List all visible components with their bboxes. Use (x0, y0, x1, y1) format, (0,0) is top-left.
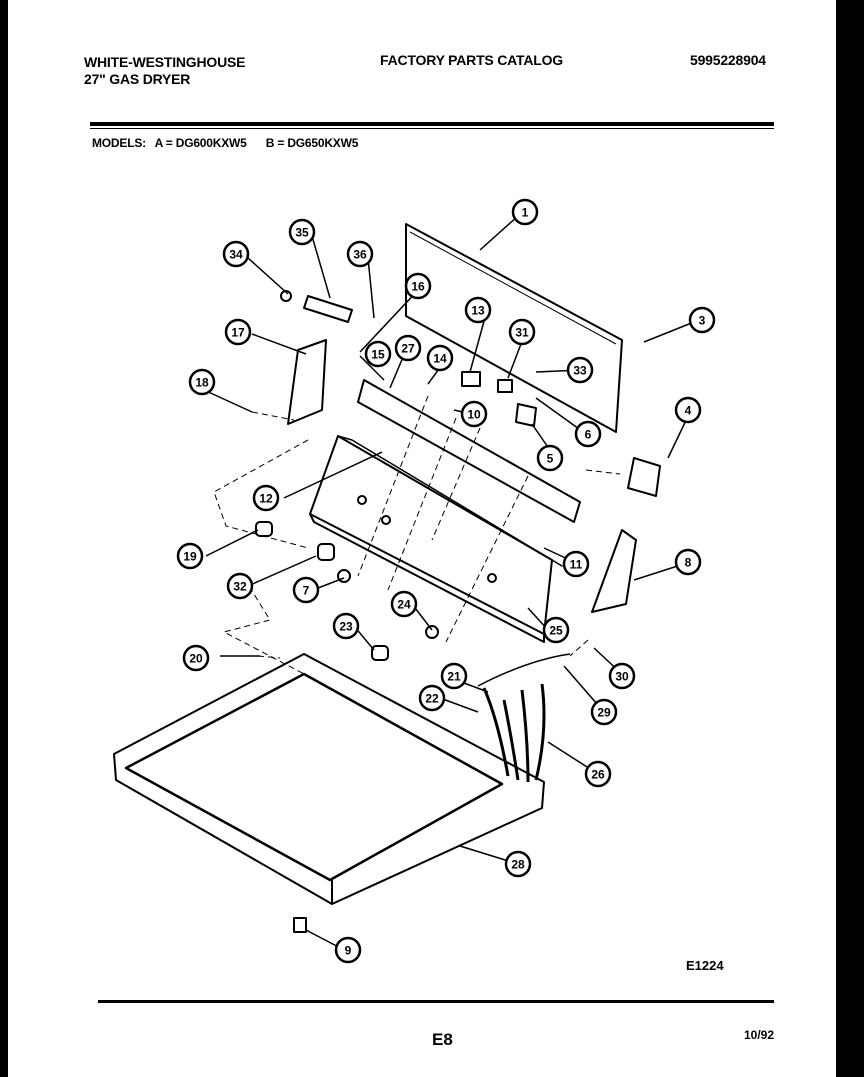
callout-number: 3 (699, 314, 706, 328)
callout-number: 27 (401, 342, 415, 356)
footer-rule (98, 1000, 774, 1003)
callout-number: 24 (397, 598, 411, 612)
callout-23: 23 (332, 612, 360, 640)
callout-10: 10 (460, 400, 488, 428)
callout-number: 21 (447, 670, 461, 684)
callout-number: 33 (573, 364, 587, 378)
callout-26: 26 (584, 760, 612, 788)
brand-name: WHITE-WESTINGHOUSE (84, 54, 246, 70)
callout-number: 25 (549, 624, 563, 638)
callout-8: 8 (674, 548, 702, 576)
callout-36: 36 (346, 240, 374, 268)
callout-35: 35 (288, 218, 316, 246)
page-number: E8 (432, 1030, 453, 1049)
callout-5: 5 (536, 444, 564, 472)
callout-number: 7 (303, 584, 310, 598)
callout-number: 26 (591, 768, 605, 782)
control-strip-part (357, 379, 581, 523)
catalog-date: 10/92 (744, 1028, 775, 1042)
model-a: A = DG600KXW5 (154, 136, 247, 150)
end-bracket-left-part (287, 339, 327, 425)
catalog-page: WHITE-WESTINGHOUSE 27" GAS DRYER FACTORY… (8, 0, 836, 1077)
header-rule-thin (90, 128, 774, 129)
callout-32: 32 (226, 572, 254, 600)
top-panel-part (113, 653, 545, 905)
callout-number: 14 (433, 352, 447, 366)
callout-6: 6 (574, 420, 602, 448)
callout-layer: 1345678910111213141516171819202122232425… (176, 198, 716, 964)
callout-30: 30 (608, 662, 636, 690)
callout-17: 17 (224, 318, 252, 346)
callout-number: 32 (233, 580, 247, 594)
callout-12: 12 (252, 484, 280, 512)
callout-number: 11 (570, 558, 583, 572)
callout-13: 13 (464, 296, 492, 324)
callout-number: 10 (467, 408, 481, 422)
callout-number: 30 (615, 670, 629, 684)
callout-number: 36 (353, 248, 367, 262)
callout-19: 19 (176, 542, 204, 570)
callout-14: 14 (426, 344, 454, 372)
callout-1: 1 (511, 198, 539, 226)
callout-number: 8 (685, 556, 692, 570)
callout-25: 25 (542, 616, 570, 644)
callout-number: 1 (522, 206, 529, 220)
callout-number: 9 (345, 944, 352, 958)
callout-number: 29 (597, 706, 611, 720)
callout-9: 9 (334, 936, 362, 964)
callout-number: 19 (183, 550, 197, 564)
callout-11: 11 (562, 550, 590, 578)
diagram-code: E1224 (686, 958, 724, 973)
callout-number: 5 (547, 452, 554, 466)
callout-27: 27 (394, 334, 422, 362)
timer-part (627, 457, 661, 497)
callout-3: 3 (688, 306, 716, 334)
callout-16: 16 (404, 272, 432, 300)
callout-number: 16 (411, 280, 425, 294)
callout-15: 15 (364, 340, 392, 368)
callout-34: 34 (222, 240, 250, 268)
callout-number: 15 (371, 348, 385, 362)
callout-18: 18 (188, 368, 216, 396)
header-left: WHITE-WESTINGHOUSE 27" GAS DRYER (84, 54, 245, 88)
callout-number: 6 (585, 428, 592, 442)
model-b: B = DG650KXW5 (265, 136, 359, 150)
end-cap-right-part (591, 529, 637, 613)
callout-number: 23 (339, 620, 353, 634)
product-name: 27" GAS DRYER (84, 71, 191, 87)
callout-4: 4 (674, 396, 702, 424)
callout-21: 21 (440, 662, 468, 690)
models-line: MODELS: A = DG600KXW5 B = DG650KXW5 (92, 136, 364, 150)
callout-20: 20 (182, 644, 210, 672)
callout-24: 24 (390, 590, 418, 618)
header-rule (90, 122, 774, 126)
callout-number: 28 (511, 858, 525, 872)
callout-number: 12 (259, 492, 273, 506)
catalog-number: 5995228904 (690, 52, 766, 68)
callout-number: 20 (189, 652, 203, 666)
catalog-title: FACTORY PARTS CATALOG (380, 52, 563, 68)
callout-number: 13 (471, 304, 485, 318)
callout-7: 7 (292, 576, 320, 604)
callout-22: 22 (418, 684, 446, 712)
callout-31: 31 (508, 318, 536, 346)
callout-number: 22 (425, 692, 439, 706)
callout-29: 29 (590, 698, 618, 726)
callout-number: 17 (231, 326, 245, 340)
callout-number: 18 (195, 376, 209, 390)
models-label: MODELS: (92, 136, 146, 150)
callout-28: 28 (504, 850, 532, 878)
callout-number: 31 (515, 326, 529, 340)
switch-bar-part (303, 295, 353, 323)
callout-number: 35 (295, 226, 309, 240)
callout-number: 34 (229, 248, 243, 262)
callout-33: 33 (566, 356, 594, 384)
callout-number: 4 (685, 404, 692, 418)
